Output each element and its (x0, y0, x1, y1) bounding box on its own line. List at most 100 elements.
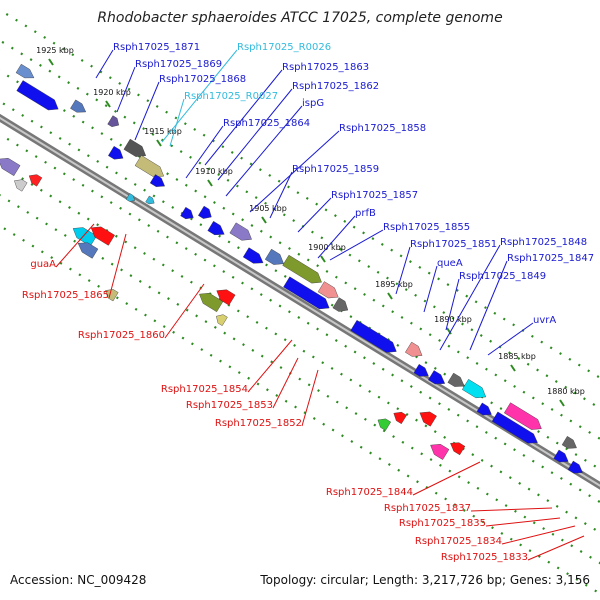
label-leader (108, 233, 127, 299)
tick-mark (387, 292, 393, 300)
gene-label: uvrA (533, 315, 556, 326)
reverse-gene-arrow (28, 174, 43, 187)
label-leader (423, 265, 438, 313)
tick-label: 1905 kbp (249, 204, 287, 213)
forward-gene-arrow (491, 411, 538, 444)
label-leader (164, 283, 205, 339)
gene-label: Rsph17025_R0027 (184, 91, 278, 102)
genome-backbone (0, 113, 600, 490)
tick-label: 1890 kbp (434, 315, 472, 324)
gene-features (0, 63, 583, 474)
label-leader (116, 66, 136, 113)
tick-label: 1880 kbp (547, 387, 585, 396)
label-leader (225, 105, 303, 197)
gene-label: prfB (355, 208, 376, 219)
label-leader (95, 49, 114, 79)
forward-gene-arrow (317, 281, 339, 299)
gene-label: Rsph17025_1871 (113, 42, 200, 53)
forward-gene-arrow (15, 63, 35, 79)
forward-gene-arrow (447, 372, 465, 387)
gene-label: Rsph17025_1862 (292, 81, 379, 92)
forward-gene-arrow (283, 276, 330, 310)
label-leader (317, 215, 356, 259)
tick-mark (510, 364, 516, 372)
tick-label: 1885 kbp (498, 352, 536, 361)
forward-gene-arrow (567, 460, 583, 474)
label-leader (297, 197, 332, 233)
dotted-guide (0, 39, 600, 410)
gene-label: Rsph17025_1869 (135, 59, 222, 70)
gene-label: ispG (302, 98, 324, 109)
forward-gene-arrow (332, 297, 349, 312)
dotted-guide (0, 69, 600, 441)
gene-label: Rsph17025_1851 (410, 239, 497, 250)
gene-label: queA (437, 258, 463, 269)
tick-label: 1915 kbp (144, 127, 182, 136)
forward-gene-arrow (561, 436, 577, 449)
forward-gene-arrow (134, 155, 165, 178)
forward-gene-arrow (198, 205, 212, 219)
gene-label: Rsph17025_1858 (339, 123, 426, 134)
label-leader (329, 229, 384, 261)
forward-gene-arrow (476, 402, 492, 416)
label-leader (134, 81, 160, 141)
dotted-guide (0, 224, 600, 595)
reverse-gene-arrow (393, 411, 407, 425)
gene-label: Rsph17025_1863 (282, 62, 369, 73)
label-leader (395, 246, 411, 295)
label-leader (272, 357, 299, 409)
forward-gene-arrow (229, 222, 252, 241)
tick-mark (156, 139, 162, 147)
label-leader (217, 88, 293, 181)
forward-gene-arrow (405, 341, 423, 357)
forward-gene-arrow (207, 220, 225, 236)
forward-gene-arrow (428, 370, 446, 385)
forward-gene-arrow (282, 254, 322, 284)
label-leader (185, 125, 224, 179)
gene-label: Rsph17025_1855 (383, 222, 470, 233)
backbone-highlight (0, 116, 600, 487)
map-title: Rhodobacter sphaeroides ATCC 17025, comp… (97, 10, 503, 26)
reverse-gene-arrow (77, 242, 99, 259)
gene-label: Rsph17025_1868 (159, 74, 246, 85)
forward-gene-arrow (242, 247, 264, 264)
forward-gene-arrow (149, 174, 165, 187)
gene-label: Rsph17025_1835 (399, 518, 486, 529)
forward-gene-arrow (70, 99, 87, 113)
label-leader (249, 130, 340, 213)
reverse-gene-arrow (216, 314, 228, 326)
tick-mark (261, 216, 267, 224)
tick-mark (207, 179, 213, 187)
label-leader (301, 369, 319, 427)
reverse-gene-arrow (430, 444, 450, 460)
label-leader (55, 223, 95, 268)
reverse-gene-arrow (450, 442, 466, 456)
rna-gene-arrow (145, 195, 155, 205)
rna-gene-arrow (125, 193, 135, 202)
reverse-gene-arrow (419, 411, 437, 427)
tick-label: 1925 kbp (36, 46, 74, 55)
genome-summary-text: Topology: circular; Length: 3,217,726 bp… (260, 573, 590, 587)
gene-label: Rsph17025_1849 (459, 271, 546, 282)
tick-mark (48, 58, 54, 66)
label-leader (169, 98, 185, 147)
forward-gene-arrow (461, 379, 487, 399)
tick-mark (559, 399, 565, 407)
gene-label: Rsph17025_1844 (326, 487, 413, 498)
label-leader (247, 339, 293, 393)
tick-label: 1920 kbp (93, 88, 131, 97)
reverse-gene-arrow (14, 179, 28, 192)
gene-label: Rsph17025_1864 (223, 118, 310, 129)
forward-gene-arrow (413, 363, 429, 377)
forward-gene-arrow (553, 449, 569, 463)
track-guides (0, 8, 600, 595)
gene-label: guaA (30, 259, 56, 270)
gene-label: Rsph17025_1852 (215, 418, 302, 429)
gene-label: Rsph17025_1857 (331, 190, 418, 201)
gene-label: Rsph17025_R0026 (237, 42, 331, 53)
gene-label: Rsph17025_1834 (415, 536, 502, 547)
gene-label: Rsph17025_1854 (161, 384, 248, 395)
dotted-guide (0, 163, 600, 534)
